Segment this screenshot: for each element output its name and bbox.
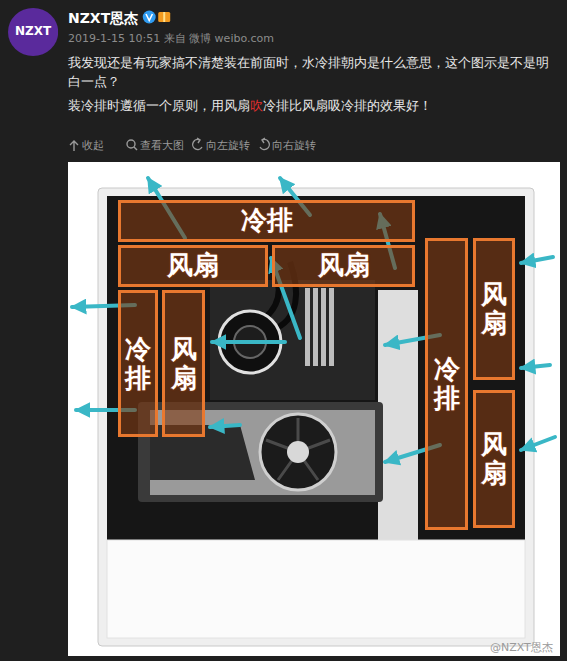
ram-stick [313, 288, 318, 366]
airflow-arrow [521, 257, 553, 263]
collapse-icon [70, 141, 78, 151]
fan-label: 风扇 [167, 251, 219, 281]
fan-box: 风扇 [162, 290, 205, 437]
radiator-label: 冷排 [125, 335, 151, 392]
verified-badge [143, 11, 156, 24]
toolbar-button: 查看大图 [140, 139, 184, 153]
image-panel [68, 162, 560, 656]
highlight-word: 吹 [250, 98, 263, 113]
airflow-arrow [521, 365, 550, 368]
member-badge [158, 12, 170, 22]
gpu-fan [260, 414, 336, 490]
fan-label: 风扇 [318, 251, 370, 281]
post-text: 装冷排时遵循一个原则，用风扇 [68, 98, 250, 113]
radiator-label: 冷排 [241, 206, 293, 236]
airflow-arrow [212, 340, 285, 344]
radiator-box: 冷排 [118, 290, 158, 437]
fan-label: 风扇 [481, 280, 507, 337]
ram-stick [305, 288, 310, 366]
avatar-text: NZXT [15, 25, 51, 39]
pc-case [98, 188, 534, 646]
fan-box: 风扇 [473, 238, 515, 380]
fan-box: 风扇 [118, 245, 268, 287]
toolbar-button: 向左旋转 [206, 139, 250, 153]
rotate-right-icon [260, 138, 269, 149]
user-badges [143, 11, 171, 24]
fan-box: 风扇 [272, 245, 415, 287]
gpu-fan-hub [287, 441, 309, 463]
zoom-icon-handle [134, 147, 137, 150]
cable-cover [378, 290, 418, 540]
avatar-badge: NZXT [8, 8, 58, 56]
airflow-arrow [521, 437, 555, 450]
motherboard [210, 280, 375, 400]
radiator-label: 冷排 [434, 355, 460, 412]
case-interior [107, 196, 525, 540]
airflow-arrow [210, 425, 240, 427]
zoom-icon [127, 140, 135, 148]
ram-stick [329, 288, 334, 366]
fan-box: 风扇 [473, 390, 515, 528]
user-name: NZXT恩杰 [68, 9, 138, 27]
rotate-left-icon [193, 138, 202, 149]
post-text: 冷排比风扇吸冷排的效果好！ [263, 98, 432, 113]
toolbar-button: 向右旋转 [272, 139, 316, 153]
member-badge-ribbon [163, 12, 165, 22]
post-paragraph: 装冷排时遵循一个原则，用风扇吹冷排比风扇吸冷排的效果好！ [68, 96, 560, 115]
psu-shroud [107, 540, 525, 638]
avatar-shape [8, 8, 58, 56]
radiator-box: 冷排 [425, 238, 468, 530]
radiator-box: 冷排 [118, 200, 415, 242]
gpu-fan-blades [266, 418, 330, 480]
fan-label: 风扇 [171, 335, 197, 392]
fan-label: 风扇 [481, 430, 507, 487]
verified-mark [146, 14, 152, 21]
watermark: @NZXT恩杰 [490, 641, 553, 655]
toolbar-button: 收起 [82, 139, 104, 153]
post-text: 我发现还是有玩家搞不清楚装在前面时，水冷排朝内是什么意思，这个图示是不是明白一点… [68, 53, 560, 91]
post-time: 2019-1-15 10:51 来自 微博 weibo.com [68, 32, 274, 46]
ram-stick [321, 288, 326, 366]
